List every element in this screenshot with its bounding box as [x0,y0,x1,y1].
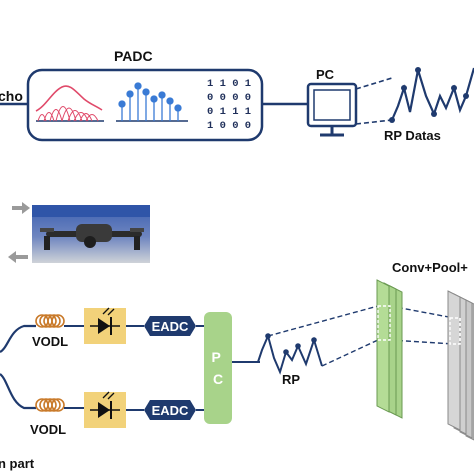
rp-dataset-label: RP Datas [384,128,441,143]
conv-layer-stack [376,279,403,419]
conv-pool-label: Conv+Pool+ [392,260,468,275]
pc-label: PC [316,67,335,82]
eadc-label-2: EADC [152,403,189,418]
part-label: n part [0,456,35,471]
bits-row-1: 1 1 0 1 [207,78,251,90]
zoom-line-top [355,77,393,90]
rp-waveform-icon [257,332,323,375]
dashed-link-1 [267,305,379,337]
vodl-coil-icon [35,314,65,328]
padc-label: PADC [114,48,153,64]
vodl-label-1: VODL [32,334,68,349]
eadc-block-1 [144,316,196,336]
dashed-link-2 [321,339,379,367]
bits-row-3: 0 1 1 1 [207,106,251,118]
eadc-block-2 [144,400,196,420]
motion-arrows-icon [8,202,30,263]
pc-block-label: P C [212,349,225,387]
rp-waveform-icon [389,67,474,123]
vodl-coil-icon [35,398,65,412]
rp-label: RP [282,372,300,387]
photodiode-icon [84,307,126,344]
fiber-top [0,324,36,353]
photodiode-icon [84,391,126,428]
pink-signal-icon [35,85,104,122]
pc-block [204,312,232,424]
eadc-label-1: EADC [152,319,189,334]
bits-row-2: 0 0 0 0 [207,92,251,104]
echo-label: cho [0,88,23,104]
fiber-bottom [0,373,36,410]
bits-row-4: 1 0 0 0 [207,120,251,132]
vodl-label-2: VODL [30,422,66,437]
drone-photo [32,205,150,263]
pool-layer-stack [447,290,474,441]
sampled-stems-icon [116,82,188,122]
zoom-line-bottom [355,119,393,125]
computer-monitor-icon [306,82,358,137]
